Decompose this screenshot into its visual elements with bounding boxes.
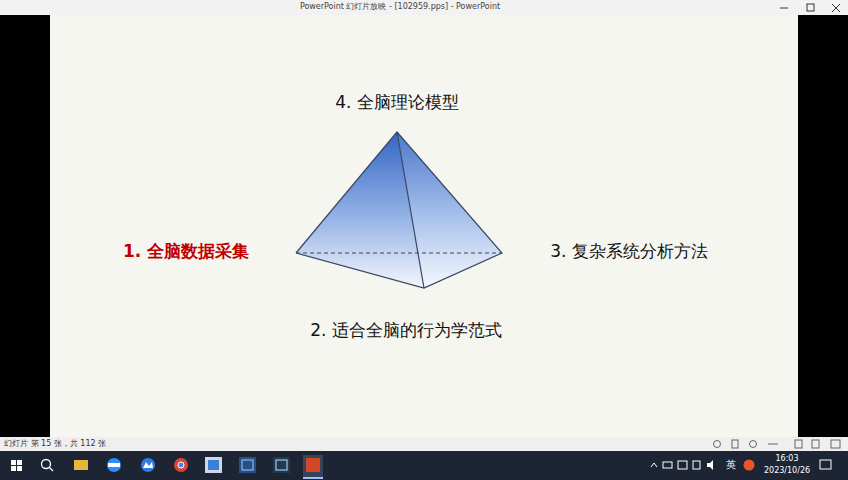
- window-title: PowerPoint 幻灯片放映 - [102959.pps] - PowerP…: [300, 2, 500, 12]
- status-icons: [714, 440, 841, 448]
- pyramid: [296, 132, 502, 288]
- pyramid-label: 1. 全脑数据采集: [123, 241, 249, 261]
- clock-date: 2023/10/26: [764, 466, 810, 476]
- status-bar: [0, 437, 848, 451]
- pyramid-label: 2. 适合全脑的行为学范式: [310, 320, 502, 340]
- input-method: 英: [726, 459, 736, 471]
- status-text: 幻灯片 第 15 张，共 112 张: [4, 439, 106, 449]
- pyramid-label: 3. 复杂系统分析方法: [550, 241, 708, 261]
- clock-time: 16:03: [775, 454, 798, 464]
- taskbar: [0, 451, 848, 480]
- taskbar-icons: [11, 455, 831, 479]
- window-controls: [780, 4, 840, 12]
- title-bar: [0, 0, 848, 15]
- slide: [50, 15, 798, 437]
- pyramid-label: 4. 全脑理论模型: [335, 92, 459, 112]
